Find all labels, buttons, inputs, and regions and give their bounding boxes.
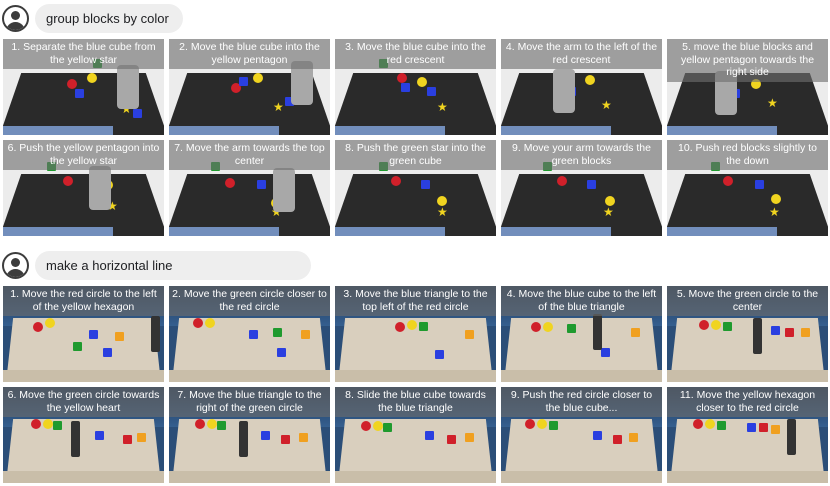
episode-grid-group-by-color: ★ 1. Separate the blue cube from the yel…	[3, 39, 830, 241]
step-caption: 5. Move the green circle to the center	[667, 286, 828, 316]
frame-panel: 8. Slide the blue cube towards the blue …	[335, 387, 496, 483]
frame-panel: 3. Move the blue triangle to the top lef…	[335, 286, 496, 382]
step-caption: 11. Move the yellow hexagon closer to th…	[667, 387, 828, 417]
step-caption: 8. Push the green star into the green cu…	[335, 140, 496, 170]
frame-panel: ★ 7. Move the arm towards the top center	[169, 140, 330, 236]
frame-panel: 2. Move the green circle closer to the r…	[169, 286, 330, 382]
step-caption: 9. Push the red circle closer to the blu…	[501, 387, 662, 417]
frame-panel: ★ 3. Move the blue cube into the red cre…	[335, 39, 496, 135]
frame-panel: ★ 4. Move the arm to the left of the red…	[501, 39, 662, 135]
step-caption: 4. Move the arm to the left of the red c…	[501, 39, 662, 69]
step-caption: 8. Slide the blue cube towards the blue …	[335, 387, 496, 417]
prompt-bubble: make a horizontal line	[35, 251, 311, 280]
frame-panel: ★ 2. Move the blue cube into the yellow …	[169, 39, 330, 135]
step-caption: 2. Move the blue cube into the yellow pe…	[169, 39, 330, 69]
frame-panel: ★ 10. Push red blocks slightly to the do…	[667, 140, 828, 236]
frame-panel: ★ 8. Push the green star into the green …	[335, 140, 496, 236]
frame-panel: 1. Move the red circle to the left of th…	[3, 286, 164, 382]
step-caption: 1. Separate the blue cube from the yello…	[3, 39, 164, 69]
frame-panel: ★ 1. Separate the blue cube from the yel…	[3, 39, 164, 135]
episode-row: 6. Move the green circle towards the yel…	[3, 387, 830, 483]
step-caption: 3. Move the blue triangle to the top lef…	[335, 286, 496, 316]
frame-panel: 6. Move the green circle towards the yel…	[3, 387, 164, 483]
episode-row: ★ 6. Push the yellow pentagon into the y…	[3, 140, 830, 236]
step-caption: 2. Move the green circle closer to the r…	[169, 286, 330, 316]
step-caption: 5. move the blue blocks and yellow penta…	[667, 39, 828, 82]
user-avatar-icon	[2, 5, 29, 32]
step-caption: 10. Push red blocks slightly to the down	[667, 140, 828, 170]
user-prompt-row: make a horizontal line	[2, 251, 311, 280]
frame-panel: ★ 9. Move your arm towards the green blo…	[501, 140, 662, 236]
step-caption: 1. Move the red circle to the left of th…	[3, 286, 164, 316]
frame-panel: ★ 6. Push the yellow pentagon into the y…	[3, 140, 164, 236]
step-caption: 7. Move the arm towards the top center	[169, 140, 330, 170]
frame-panel: 7. Move the blue triangle to the right o…	[169, 387, 330, 483]
step-caption: 6. Push the yellow pentagon into the yel…	[3, 140, 164, 170]
episode-row: ★ 1. Separate the blue cube from the yel…	[3, 39, 830, 135]
episode-grid-horizontal-line: 1. Move the red circle to the left of th…	[3, 286, 830, 486]
user-avatar-icon	[2, 252, 29, 279]
step-caption: 4. Move the blue cube to the left of the…	[501, 286, 662, 316]
step-caption: 3. Move the blue cube into the red cresc…	[335, 39, 496, 69]
frame-panel: 5. Move the green circle to the center	[667, 286, 828, 382]
step-caption: 6. Move the green circle towards the yel…	[3, 387, 164, 417]
step-caption: 7. Move the blue triangle to the right o…	[169, 387, 330, 417]
frame-panel: 4. Move the blue cube to the left of the…	[501, 286, 662, 382]
prompt-bubble: group blocks by color	[35, 4, 183, 33]
user-prompt-row: group blocks by color	[2, 4, 183, 33]
frame-panel: ★ 5. move the blue blocks and yellow pen…	[667, 39, 828, 135]
step-caption: 9. Move your arm towards the green block…	[501, 140, 662, 170]
frame-panel: 9. Push the red circle closer to the blu…	[501, 387, 662, 483]
episode-row: 1. Move the red circle to the left of th…	[3, 286, 830, 382]
frame-panel: 11. Move the yellow hexagon closer to th…	[667, 387, 828, 483]
